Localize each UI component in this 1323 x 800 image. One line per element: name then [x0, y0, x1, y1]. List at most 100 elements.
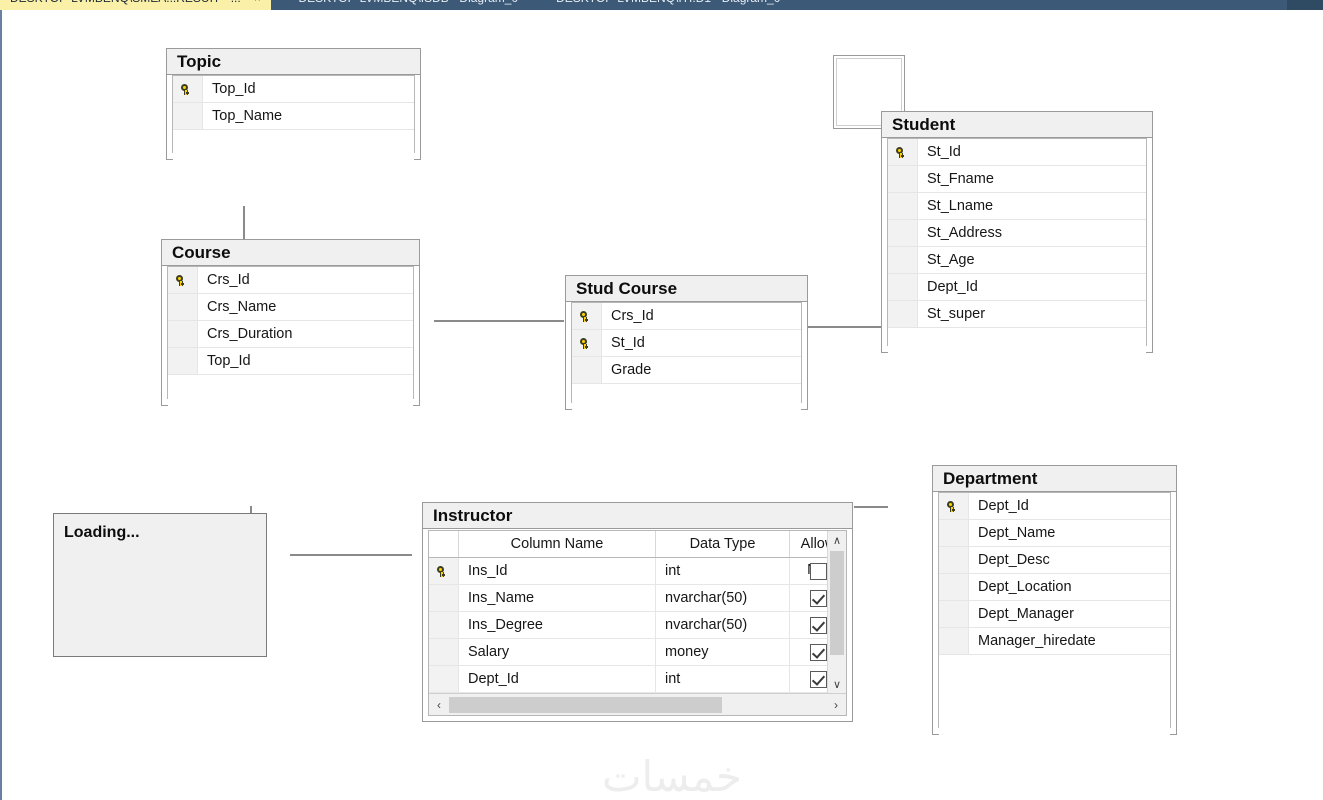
table-grid-stud-course[interactable]: Crs_Id St_Id Grade [571, 302, 802, 483]
relationship-studcourse-student-line[interactable] [808, 326, 883, 328]
relationship-endpoint-many-course-top [240, 211, 251, 233]
scroll-left-icon[interactable]: ‹ [437, 697, 441, 712]
cell-allow-nulls[interactable] [790, 585, 846, 611]
table-row[interactable]: Crs_Duration [168, 321, 413, 348]
header-data-type[interactable]: Data Type [656, 531, 790, 557]
table-title-course: Course [162, 240, 419, 266]
table-row[interactable]: Dept_Id [939, 493, 1170, 520]
cell-data-type[interactable]: money [656, 639, 790, 665]
table-shape-stud-course[interactable]: Stud Course Crs_Id St_Id Grade [565, 275, 808, 483]
primary-key-cell [429, 585, 459, 611]
table-row[interactable]: Dept_Location [939, 574, 1170, 601]
primary-key-cell [939, 601, 969, 627]
tab-0-close-icon[interactable]: × [254, 0, 260, 5]
allow-nulls-checkbox[interactable] [809, 670, 827, 688]
table-row[interactable]: Top_Name [173, 103, 414, 130]
allow-nulls-checkbox[interactable] [809, 562, 827, 580]
table-shape-instructor[interactable]: Instructor Column Name Data Type Allow N… [422, 502, 853, 722]
cell-data-type[interactable]: int [656, 558, 790, 584]
table-row[interactable]: Top_Id [173, 76, 414, 103]
table-row[interactable]: Dept_Manager [939, 601, 1170, 628]
allow-nulls-checkbox[interactable] [809, 616, 827, 634]
vertical-scroll-thumb[interactable] [830, 551, 844, 655]
table-row[interactable]: Grade [572, 357, 801, 384]
relationship-endpoint-many-loading-right [272, 549, 294, 560]
table-shape-student[interactable]: Student St_Id St_Fname St_Lname St_Addre… [881, 111, 1153, 534]
key-icon [947, 500, 960, 512]
table-row-blank[interactable] [572, 384, 801, 483]
table-row[interactable]: Dept_Name [939, 520, 1170, 547]
table-grid-course[interactable]: Crs_Id Crs_Name Crs_Duration Top_Id [167, 266, 414, 506]
cell-allow-nulls[interactable] [790, 612, 846, 638]
cell-allow-nulls[interactable] [790, 666, 846, 692]
table-row[interactable]: St_Id [572, 330, 801, 357]
tab-2[interactable]: DESKTOP-LVMBENQ\ITI.D1 - Diagram_0 [546, 0, 790, 10]
relationship-endpoint-key-student-left [863, 320, 881, 333]
allow-nulls-checkbox[interactable] [809, 589, 827, 607]
tab-0[interactable]: DESKTOP-LVMBENQ\SMEA...RESUIT - ... × [0, 0, 271, 10]
cell-column-name[interactable]: Ins_Id [459, 558, 656, 584]
table-row[interactable]: Crs_Name [168, 294, 413, 321]
table-row[interactable]: Salary money [429, 639, 846, 666]
allow-nulls-checkbox[interactable] [809, 643, 827, 661]
table-row[interactable]: Ins_Degree nvarchar(50) [429, 612, 846, 639]
column-name: Dept_Desc [978, 552, 1050, 568]
table-row-blank[interactable] [173, 130, 414, 206]
table-grid-department[interactable]: Dept_Id Dept_Name Dept_Desc Dept_Locatio… [938, 492, 1171, 800]
table-title-stud-course: Stud Course [566, 276, 807, 302]
horizontal-scroll-track[interactable] [449, 696, 826, 713]
table-row-blank[interactable] [939, 655, 1170, 800]
database-diagram-canvas[interactable]: Topic Top_Id Top_Name Course Crs_Id [2, 10, 1323, 800]
table-row[interactable]: St_Address [888, 220, 1146, 247]
horizontal-scroll-thumb[interactable] [449, 696, 722, 713]
key-icon [580, 310, 593, 322]
table-row[interactable]: Dept_Desc [939, 547, 1170, 574]
cell-allow-nulls[interactable] [790, 639, 846, 665]
tab-1[interactable]: DESKTOP-LVMBENQ\ISDB - Diagram_0 [289, 0, 529, 10]
table-shape-department[interactable]: Department Dept_Id Dept_Name Dept_Desc D… [932, 465, 1177, 800]
table-row[interactable]: Manager_hiredate [939, 628, 1170, 655]
table-shape-course[interactable]: Course Crs_Id Crs_Name Crs_Duration Top_… [161, 239, 420, 506]
table-row[interactable]: St_Lname [888, 193, 1146, 220]
cell-column-name[interactable]: Salary [459, 639, 656, 665]
primary-key-cell [429, 666, 459, 692]
cell-data-type[interactable]: nvarchar(50) [656, 585, 790, 611]
instructor-horizontal-scrollbar[interactable]: ‹ › [429, 693, 846, 715]
table-shape-loading[interactable]: Loading... [53, 513, 267, 657]
table-row[interactable]: St_Fname [888, 166, 1146, 193]
cell-column-name[interactable]: Ins_Name [459, 585, 656, 611]
relationship-loading-instructor-line[interactable] [290, 554, 412, 556]
instructor-column-grid[interactable]: Column Name Data Type Allow Nul Ins_Id i… [428, 530, 847, 716]
tab-0-label: DESKTOP-LVMBENQ\SMEA...RESUIT - ... [10, 0, 241, 4]
table-row[interactable]: Dept_Id int [429, 666, 846, 693]
table-row[interactable]: Ins_Name nvarchar(50) [429, 585, 846, 612]
primary-key-cell [168, 294, 198, 320]
cell-data-type[interactable]: int [656, 666, 790, 692]
column-name: St_Id [611, 335, 645, 351]
cell-data-type[interactable]: nvarchar(50) [656, 612, 790, 638]
table-grid-topic[interactable]: Top_Id Top_Name [172, 75, 415, 206]
table-row[interactable]: Dept_Id [888, 274, 1146, 301]
table-row[interactable]: Top_Id [168, 348, 413, 375]
table-row[interactable]: Ins_Id int [429, 558, 846, 585]
table-title-topic: Topic [167, 49, 420, 75]
table-row[interactable]: St_Age [888, 247, 1146, 274]
table-row[interactable]: Crs_Id [168, 267, 413, 294]
cell-column-name[interactable]: Dept_Id [459, 666, 656, 692]
relationship-course-studcourse-line[interactable] [434, 320, 564, 322]
cell-column-name[interactable]: Ins_Degree [459, 612, 656, 638]
scroll-up-icon[interactable]: ∧ [832, 534, 842, 547]
table-row[interactable]: Crs_Id [572, 303, 801, 330]
tab-strip-overflow[interactable] [1287, 0, 1323, 10]
instructor-vertical-scrollbar[interactable]: ∧ ∨ [827, 531, 846, 693]
table-row[interactable]: St_Id [888, 139, 1146, 166]
scroll-down-icon[interactable]: ∨ [832, 678, 842, 691]
tab-2-label: DESKTOP-LVMBENQ\ITI.D1 - Diagram_0 [556, 0, 780, 4]
header-column-name[interactable]: Column Name [459, 531, 656, 557]
table-row-blank[interactable] [168, 375, 413, 506]
table-row[interactable]: St_super [888, 301, 1146, 328]
scroll-right-icon[interactable]: › [834, 697, 838, 712]
table-shape-topic[interactable]: Topic Top_Id Top_Name [166, 48, 421, 206]
cell-allow-nulls[interactable] [790, 558, 846, 584]
table-grid-student[interactable]: St_Id St_Fname St_Lname St_Address St_Ag… [887, 138, 1147, 534]
